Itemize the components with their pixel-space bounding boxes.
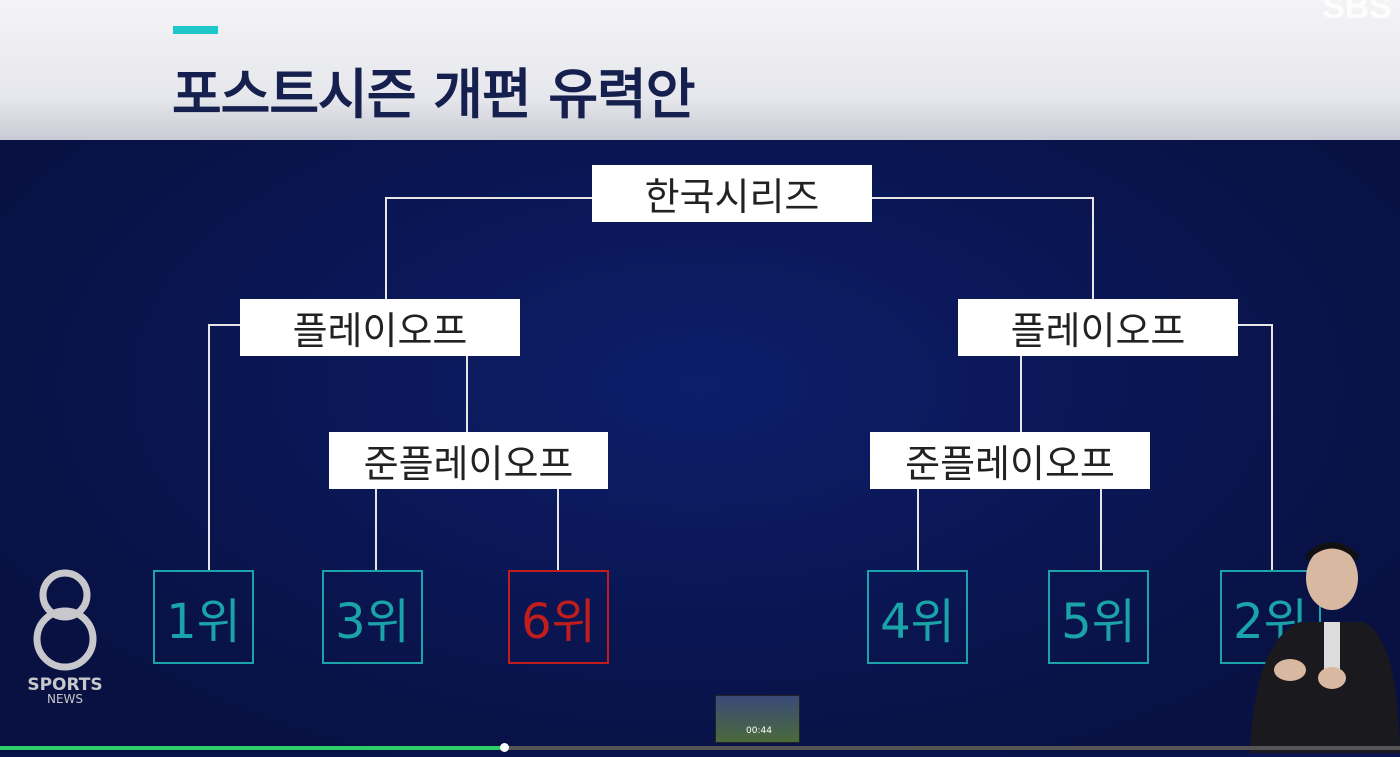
eight-logo-icon [33, 569, 97, 671]
rank-3-box: 3위 [322, 570, 423, 664]
playoff-right-box: 플레이오프 [958, 299, 1238, 356]
semi-playoff-right-box: 준플레이오프 [870, 432, 1150, 489]
preview-time: 00:44 [746, 726, 772, 736]
korean-series-box: 한국시리즈 [592, 165, 872, 222]
rank-4-box: 4위 [867, 570, 968, 664]
progress-fill [0, 746, 504, 750]
title-banner: 포스트시즌 개편 유력안 SBS [0, 0, 1400, 140]
logo-sports-text: SPORTS [27, 675, 103, 695]
sbs-logo: SBS [1322, 0, 1392, 26]
logo-news-text: NEWS [46, 692, 84, 706]
rank-6-box: 6위 [508, 570, 609, 664]
seek-preview-thumbnail: 00:44 [715, 695, 800, 743]
rank-5-box: 5위 [1048, 570, 1149, 664]
semi-playoff-left-box: 준플레이오프 [329, 432, 608, 489]
sign-language-interpreter [1240, 540, 1400, 753]
bracket-diagram: 한국시리즈 플레이오프 플레이오프 준플레이오프 준플레이오프 1위 3위 6위… [0, 140, 1400, 753]
rank-1-box: 1위 [153, 570, 254, 664]
playoff-left-box: 플레이오프 [240, 299, 520, 356]
video-progress-bar[interactable] [0, 743, 1400, 752]
accent-bar [173, 26, 218, 34]
sports-news-logo: SPORTS NEWS [25, 565, 105, 706]
progress-scrubber[interactable] [500, 743, 509, 752]
page-title: 포스트시즌 개편 유력안 [172, 63, 695, 126]
